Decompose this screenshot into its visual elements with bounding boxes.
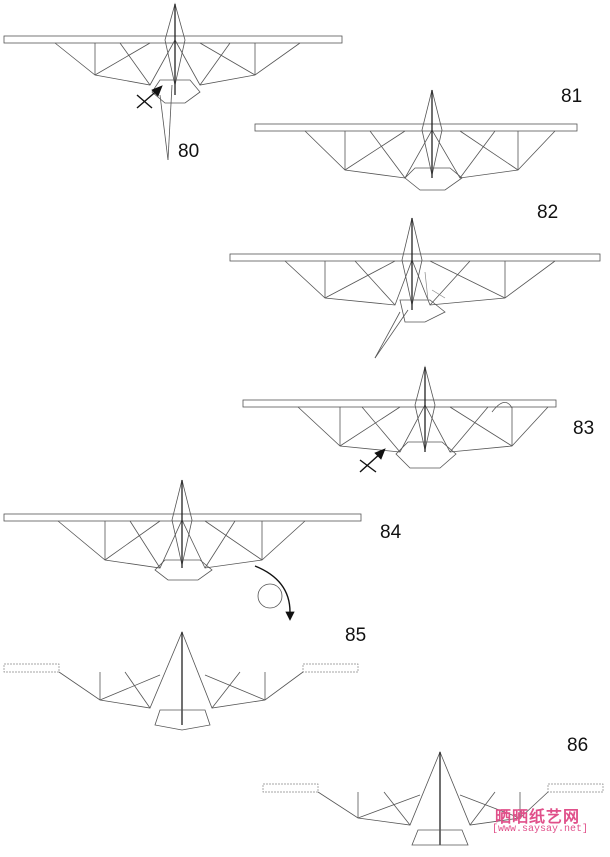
watermark-site-name: 晒晒纸艺网: [495, 807, 581, 826]
step-86-figure: [262, 750, 604, 846]
step-label-86: 86: [567, 735, 589, 756]
step-81-figure: [254, 89, 578, 191]
step-84-figure: [3, 479, 362, 581]
watermark-url: [www.saysay.net]: [492, 824, 589, 835]
step-label-85: 85: [345, 625, 367, 646]
step-82-figure: [229, 217, 601, 359]
step-label-81: 81: [561, 86, 583, 107]
step-85-figure: [3, 630, 359, 731]
step-label-84: 84: [380, 522, 402, 543]
step-label-83: 83: [573, 418, 595, 439]
step-label-82: 82: [537, 202, 559, 223]
step-80-figure: [3, 2, 343, 161]
push-arrow-icon: [359, 448, 386, 473]
push-arrow-icon: [136, 85, 163, 109]
step-83-figure: [242, 365, 557, 469]
turn-over-arrow-icon: [254, 565, 295, 621]
step-label-80: 80: [178, 141, 200, 162]
